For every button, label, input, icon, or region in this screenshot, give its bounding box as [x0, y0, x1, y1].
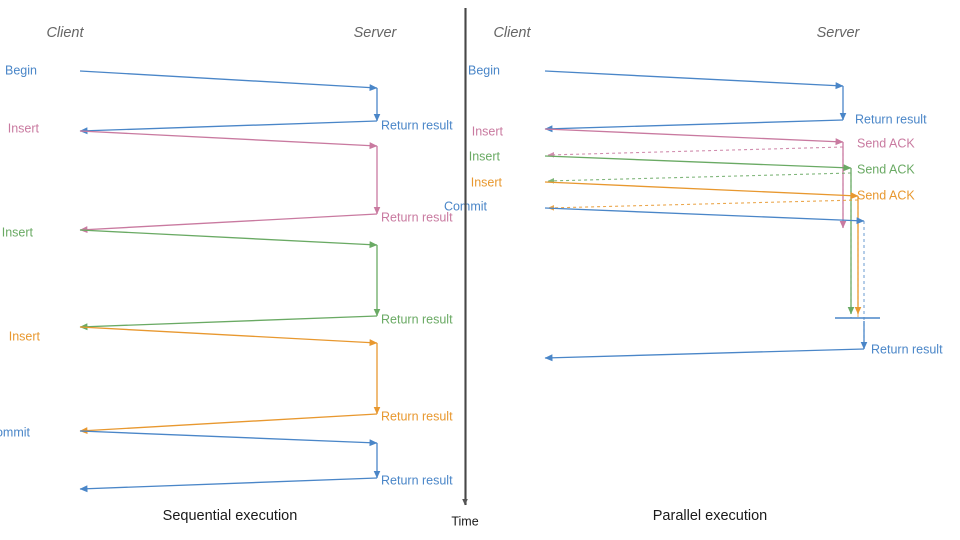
message-arrow	[79, 229, 378, 249]
message-arrow	[544, 207, 865, 225]
message-arrow	[79, 213, 378, 234]
message-label: Return result	[381, 118, 453, 132]
message-label: Insert	[8, 121, 40, 135]
message-label: Insert	[472, 124, 504, 138]
actor-label-client: Client	[493, 25, 531, 41]
message-arrow	[79, 477, 378, 493]
message-arrow	[544, 181, 859, 200]
panel-caption-sequential: Sequential execution	[163, 508, 298, 524]
message-arrow	[79, 413, 378, 435]
message-label: Send ACK	[857, 188, 915, 202]
message-arrow	[547, 172, 852, 184]
message-arrow	[79, 315, 378, 331]
message-arrow	[79, 120, 378, 135]
message-label: Return result	[855, 112, 927, 126]
actor-label-server: Server	[817, 25, 861, 41]
message-arrow	[79, 430, 378, 447]
message-label: Send ACK	[857, 162, 915, 176]
message-arrow	[544, 348, 865, 362]
message-label: Return result	[381, 210, 453, 224]
message-label: Insert	[469, 149, 501, 163]
message-label: Return result	[381, 409, 453, 423]
time-axis-group: Time	[451, 8, 479, 528]
message-arrow	[544, 119, 844, 133]
panel-caption-parallel: Parallel execution	[653, 508, 767, 524]
message-label: Insert	[9, 329, 41, 343]
message-arrow	[544, 128, 844, 146]
message-label: Return result	[871, 342, 943, 356]
message-label: Insert	[471, 175, 503, 189]
message-label: Insert	[2, 225, 34, 239]
actor-label-server: Server	[354, 25, 398, 41]
actor-label-client: Client	[46, 25, 84, 41]
message-arrow	[79, 326, 378, 347]
message-label: Return result	[381, 312, 453, 326]
message-arrow	[547, 199, 859, 211]
message-label: Send ACK	[857, 136, 915, 150]
time-axis-label: Time	[451, 514, 478, 528]
message-label: Commit	[0, 425, 31, 439]
message-arrow	[547, 146, 844, 158]
message-label: Begin	[468, 63, 500, 77]
message-label: Return result	[381, 473, 453, 487]
message-arrow	[79, 70, 378, 92]
message-arrow	[79, 130, 378, 150]
message-arrow	[544, 155, 852, 172]
message-arrow	[544, 70, 844, 90]
message-label: Begin	[5, 63, 37, 77]
